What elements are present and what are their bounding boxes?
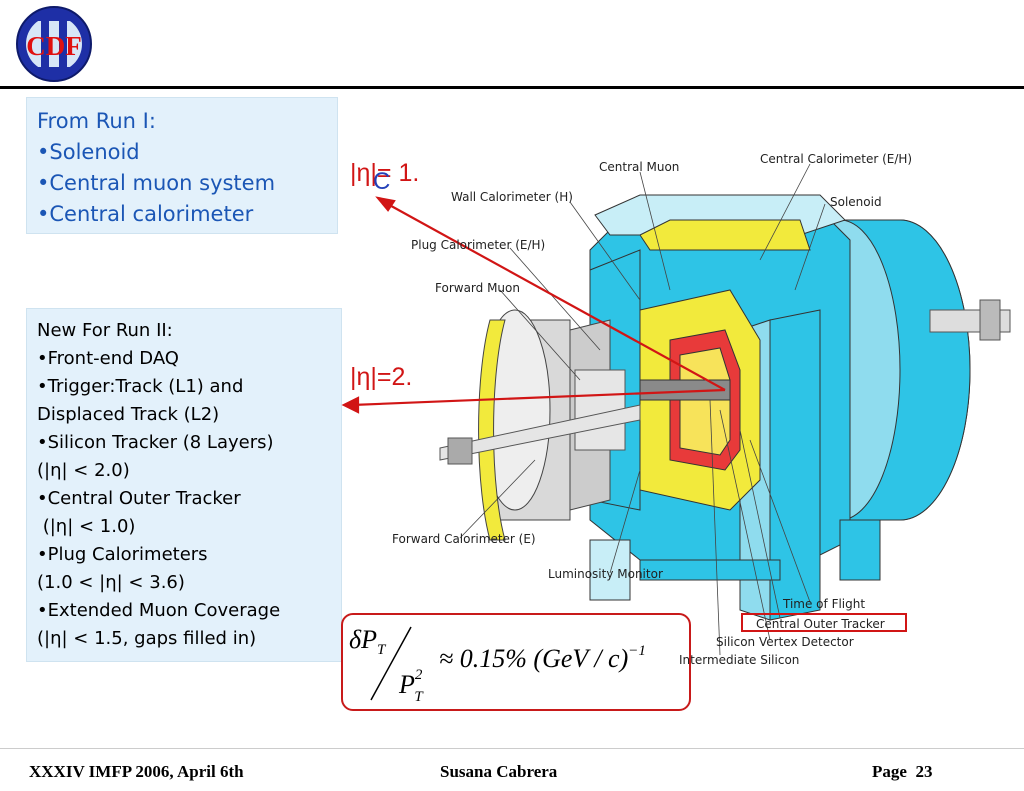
label-time-of-flight: Time of Flight bbox=[783, 597, 866, 611]
svg-text:≈ 0.15% (GeV / c)−1: ≈ 0.15% (GeV / c)−1 bbox=[439, 643, 646, 673]
c-mark: C bbox=[373, 168, 391, 195]
run2-line: New For Run II: bbox=[37, 320, 173, 341]
run1-item-central-calorimeter: •Central calorimeter bbox=[37, 202, 254, 226]
cdf-logo: CDF bbox=[10, 4, 98, 84]
label-forward-calorimeter: Forward Calorimeter (E) bbox=[392, 532, 536, 546]
run2-line: •Silicon Tracker (8 Layers) bbox=[37, 432, 274, 453]
label-central-outer-tracker: Central Outer Tracker bbox=[756, 617, 885, 631]
svg-text:P2T: P2T bbox=[398, 667, 424, 705]
run2-line: •Plug Calorimeters bbox=[37, 544, 208, 565]
label-silicon-vertex-detector: Silicon Vertex Detector bbox=[716, 635, 854, 649]
formula-numerator: δP bbox=[349, 625, 377, 654]
label-intermediate-silicon: Intermediate Silicon bbox=[679, 653, 800, 667]
eta-1-label: |η|= 1. bbox=[350, 159, 420, 187]
svg-text:δPT: δPT bbox=[349, 625, 387, 658]
run2-box: New For Run II: •Front-end DAQ •Trigger:… bbox=[26, 308, 342, 662]
run1-box: From Run I: •Solenoid •Central muon syst… bbox=[26, 97, 338, 234]
formula-rhs-exp: −1 bbox=[628, 643, 646, 659]
label-central-muon: Central Muon bbox=[599, 160, 680, 174]
formula-rhs: ≈ 0.15% (GeV / c) bbox=[439, 644, 628, 673]
formula-denominator-sup: 2 bbox=[415, 667, 423, 683]
footer-conference: XXXIV IMFP 2006, April 6th bbox=[29, 762, 244, 781]
run2-line: •Trigger:Track (L1) and bbox=[37, 376, 244, 397]
logo-text: CDF bbox=[26, 31, 82, 61]
run1-item-central-muon: •Central muon system bbox=[37, 171, 276, 195]
run2-line: (|η| < 1.0) bbox=[37, 516, 136, 537]
label-central-calorimeter: Central Calorimeter (E/H) bbox=[760, 152, 913, 166]
formula-denominator-sub: T bbox=[414, 689, 424, 705]
cdf-detector-diagram bbox=[341, 163, 1011, 656]
footer-author: Susana Cabrera bbox=[440, 762, 558, 781]
footer-rule bbox=[0, 748, 1024, 749]
run1-item-solenoid: •Solenoid bbox=[37, 140, 140, 164]
footer-page: Page 23 bbox=[872, 762, 932, 782]
central-outer-tracker-highlight bbox=[741, 613, 907, 632]
header-rule bbox=[0, 86, 1024, 89]
formula-denominator: P bbox=[398, 670, 415, 699]
run2-line: (1.0 < |η| < 3.6) bbox=[37, 572, 185, 593]
eta-2-label: |η|=2. bbox=[350, 363, 413, 391]
run2-line: (|η| < 2.0) bbox=[37, 460, 130, 481]
run2-line: •Extended Muon Coverage bbox=[37, 600, 281, 621]
label-solenoid: Solenoid bbox=[830, 195, 882, 209]
run2-line: •Front-end DAQ bbox=[37, 348, 179, 369]
label-plug-calorimeter: Plug Calorimeter (E/H) bbox=[411, 238, 546, 252]
formula-numerator-sub: T bbox=[377, 642, 387, 658]
footer-page-number: 23 bbox=[915, 762, 933, 781]
label-forward-muon: Forward Muon bbox=[435, 281, 520, 295]
run2-line: (|η| < 1.5, gaps filled in) bbox=[37, 628, 257, 649]
run2-line: Displaced Track (L2) bbox=[37, 404, 220, 425]
run2-line: •Central Outer Tracker bbox=[37, 488, 241, 509]
label-luminosity-monitor: Luminosity Monitor bbox=[548, 567, 663, 581]
label-wall-calorimeter: Wall Calorimeter (H) bbox=[451, 190, 573, 204]
footer-page-label: Page bbox=[872, 762, 907, 781]
run1-title: From Run I: bbox=[37, 109, 156, 133]
